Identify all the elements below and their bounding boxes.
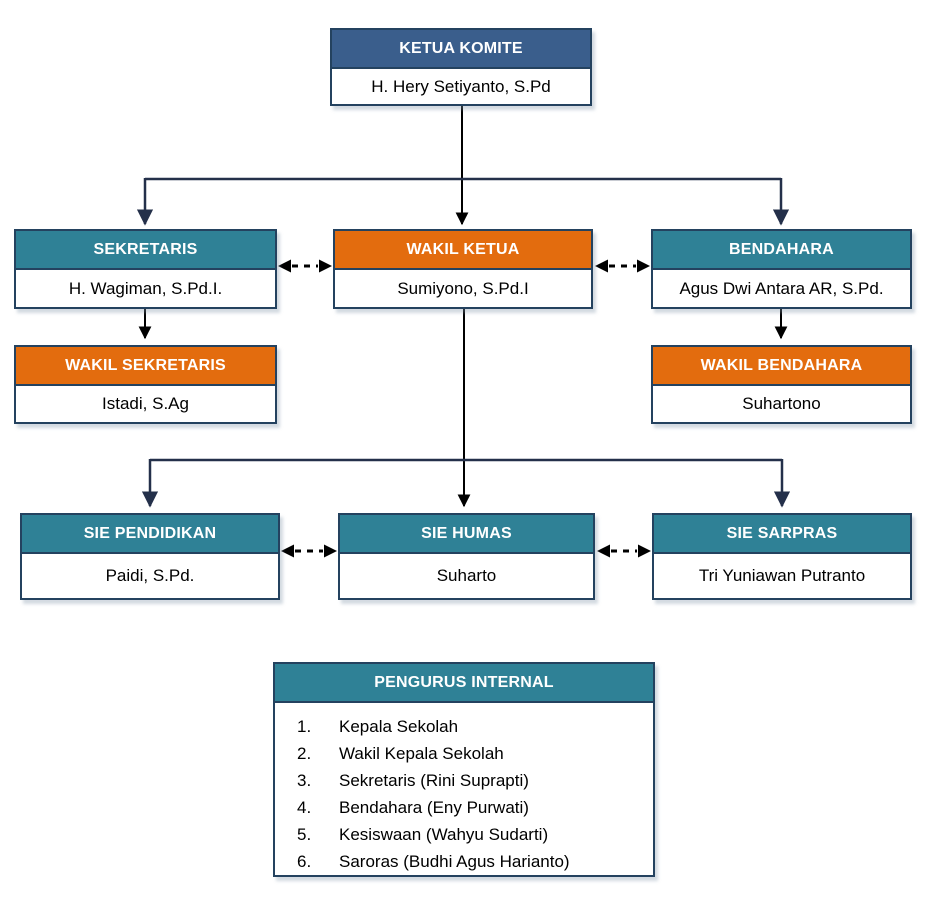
pengurus-list-item: Kepala Sekolah: [339, 717, 459, 736]
node-title-sie-pendidikan: SIE PENDIDIKAN: [22, 515, 278, 554]
node-title-sekretaris: SEKRETARIS: [16, 231, 275, 270]
node-title-bendahara: BENDAHARA: [653, 231, 910, 270]
node-person-bendahara: Agus Dwi Antara AR, S.Pd.: [679, 278, 884, 298]
node-title-wakil-bendahara: WAKIL BENDAHARA: [653, 347, 910, 386]
node-person-wakil-bendahara: Suhartono: [742, 394, 821, 413]
node-person-wakil-sekretaris: Istadi, S.Ag: [102, 394, 189, 413]
pengurus-list-item: Kesiswaan (Wahyu Sudarti): [339, 825, 549, 844]
node-title-ketua-komite: KETUA KOMITE: [332, 30, 590, 69]
node-person-ketua-komite: H. Hery Setiyanto, S.Pd: [371, 76, 551, 96]
pengurus-internal-list: Kepala Sekolah Wakil Kepala Sekolah Sekr…: [275, 703, 653, 889]
org-node-sekretaris: SEKRETARIS H. Wagiman, S.Pd.I.: [14, 229, 277, 309]
node-title-sie-humas: SIE HUMAS: [340, 515, 593, 554]
pengurus-list-item: Wakil Kepala Sekolah: [339, 744, 504, 763]
org-node-sie-pendidikan: SIE PENDIDIKAN Paidi, S.Pd.: [20, 513, 280, 600]
node-person-wakil-ketua: Sumiyono, S.Pd.I: [397, 278, 529, 298]
pengurus-internal-panel: PENGURUS INTERNAL Kepala Sekolah Wakil K…: [273, 662, 655, 877]
node-title-wakil-ketua: WAKIL KETUA: [335, 231, 591, 270]
node-person-sekretaris: H. Wagiman, S.Pd.I.: [68, 278, 223, 298]
org-node-wakil-sekretaris: WAKIL SEKRETARIS Istadi, S.Ag: [14, 345, 277, 424]
node-person-sie-humas: Suharto: [436, 566, 497, 585]
org-node-sie-humas: SIE HUMAS Suharto: [338, 513, 595, 600]
org-node-wakil-ketua: WAKIL KETUA Sumiyono, S.Pd.I: [333, 229, 593, 309]
node-title-wakil-sekretaris: WAKIL SEKRETARIS: [16, 347, 275, 386]
pengurus-list-item: Sekretaris (Rini Suprapti): [339, 771, 529, 790]
org-node-sie-sarpras: SIE SARPRAS Tri Yuniawan Putranto: [652, 513, 912, 600]
pengurus-internal-title: PENGURUS INTERNAL: [275, 664, 653, 703]
org-node-wakil-bendahara: WAKIL BENDAHARA Suhartono: [651, 345, 912, 424]
pengurus-list-item: Bendahara (Eny Purwati): [339, 798, 529, 817]
org-node-bendahara: BENDAHARA Agus Dwi Antara AR, S.Pd.: [651, 229, 912, 309]
node-title-sie-sarpras: SIE SARPRAS: [654, 515, 910, 554]
pengurus-list-item: Saroras (Budhi Agus Harianto): [339, 852, 570, 871]
org-node-ketua-komite: KETUA KOMITE H. Hery Setiyanto, S.Pd: [330, 28, 592, 106]
node-person-sie-sarpras: Tri Yuniawan Putranto: [698, 566, 866, 585]
node-person-sie-pendidikan: Paidi, S.Pd.: [105, 566, 195, 585]
